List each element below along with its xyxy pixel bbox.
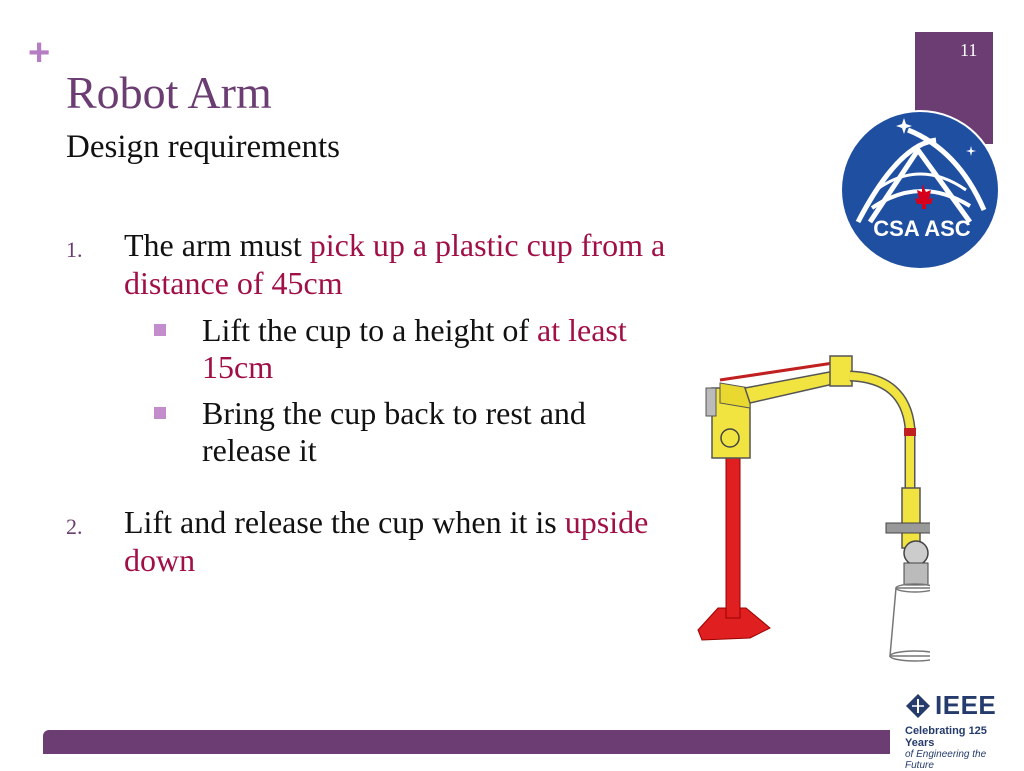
list-number: 2. bbox=[66, 514, 83, 539]
ieee-tagline-sub: of Engineering the Future bbox=[905, 749, 987, 771]
footer-bar bbox=[43, 730, 890, 754]
item-highlight: pick up a plastic cup from a distance of… bbox=[124, 227, 666, 301]
csa-logo-text: CSA ASC bbox=[873, 216, 970, 241]
item-text: The arm must bbox=[124, 227, 310, 263]
sub-list-item: Lift the cup to a height of at least 15c… bbox=[124, 312, 666, 386]
ieee-tagline: Celebrating 125 Years bbox=[905, 725, 987, 749]
slide-title: Robot Arm bbox=[66, 67, 272, 118]
bullet-icon bbox=[154, 324, 166, 336]
sub-list: Lift the cup to a height of at least 15c… bbox=[124, 312, 666, 469]
sub-item-highlight: at least 15cm bbox=[202, 312, 627, 385]
item-highlight: upside down bbox=[124, 504, 649, 578]
ieee-wordmark: IEEE bbox=[935, 690, 997, 720]
item-text: Lift and release the cup when it is bbox=[124, 504, 565, 540]
sub-list-item: Bring the cup back to rest and release i… bbox=[124, 395, 666, 469]
robot-arm-illustration bbox=[697, 355, 930, 662]
requirements-list: 1. The arm must pick up a plastic cup fr… bbox=[66, 226, 666, 579]
ieee-diamond-icon bbox=[906, 693, 930, 718]
ieee-logo: IEEE Celebrating 125 Years of Engineerin… bbox=[905, 690, 1015, 771]
list-item: 1. The arm must pick up a plastic cup fr… bbox=[66, 226, 666, 469]
sub-item-text: Bring the cup back to rest and release i… bbox=[202, 395, 586, 468]
page-number: 11 bbox=[960, 40, 978, 60]
bullet-icon bbox=[154, 407, 166, 419]
csa-logo-icon: CSA ASC bbox=[840, 110, 1000, 270]
sub-item-text: Lift the cup to a height of bbox=[202, 312, 538, 348]
plus-icon: + bbox=[28, 32, 51, 74]
list-number: 1. bbox=[66, 237, 83, 262]
list-item: 2. Lift and release the cup when it is u… bbox=[66, 503, 666, 579]
slide-subtitle: Design requirements bbox=[66, 129, 341, 165]
